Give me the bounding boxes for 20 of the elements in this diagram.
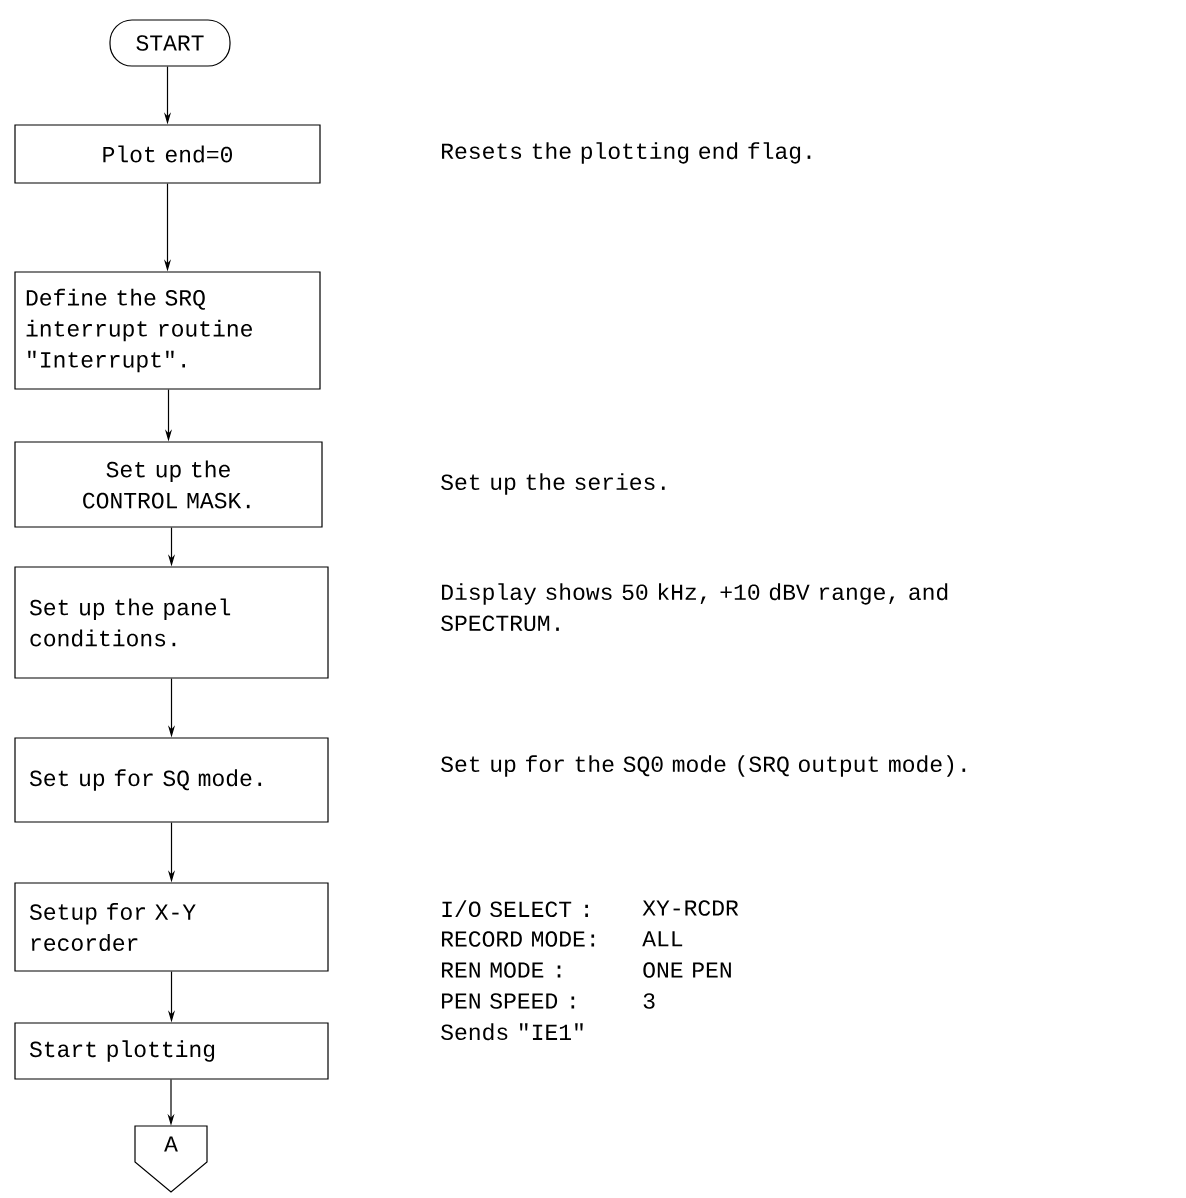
- setting-text: I/O SELECT :: [442, 900, 588, 918]
- setting-text: RECORD MODE:: [442, 931, 595, 947]
- note-text: Set up the series.: [441, 473, 665, 495]
- setting-text: ALL: [642, 931, 683, 947]
- note-text: Set up for the SQ0 mode (SRQ output mode).: [441, 755, 966, 777]
- setting-text: REN MODE :: [442, 962, 561, 978]
- setting-text: 3: [643, 993, 655, 1009]
- process-box: Setup for X-Y recorder: [14, 882, 329, 972]
- process-box: Start plotting: [14, 1022, 329, 1080]
- process-box: Set up the CONTROL MASK.: [14, 441, 323, 528]
- note-text: Display shows 50 kHz, +10 dBV range, and SPECTRUM.: [441, 583, 948, 632]
- setting-text: XY-RCDR: [642, 900, 739, 916]
- process-box: Set up the panel conditions.: [14, 566, 329, 679]
- process-box: Define the SRQ interrupt routine "Interrupt".: [14, 271, 321, 390]
- setting-text: PEN SPEED :: [442, 993, 575, 1009]
- note-text: Resets the plotting end flag.: [442, 142, 811, 164]
- note-text: Sends "IE1": [441, 1023, 583, 1041]
- process-box: Set up for SQ mode.: [14, 737, 329, 823]
- process-box: Plot end=0: [14, 124, 321, 184]
- setting-text: ONE PEN: [643, 962, 731, 978]
